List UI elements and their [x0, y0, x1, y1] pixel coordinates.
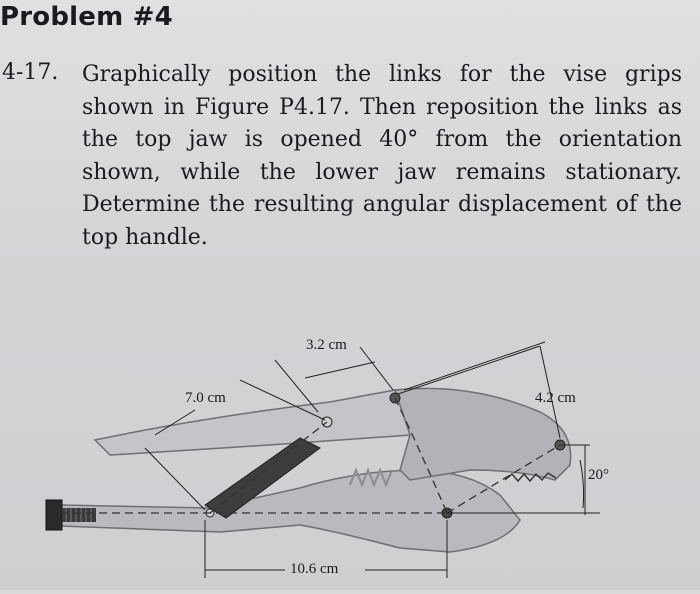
centerline-jaw: [446, 444, 561, 514]
top-handle: [93, 389, 426, 456]
dimension-left-label: 7.0 cm: [185, 390, 226, 406]
problem-number: 4-17.: [2, 60, 59, 85]
problem-statement: Graphically position the links for the v…: [82, 62, 682, 250]
dimension-bottom-label: 10.6 cm: [290, 561, 339, 577]
top-jaw: [393, 387, 572, 481]
problem-heading: Problem #4: [0, 2, 173, 32]
dimension-7-0-cm: [144, 379, 326, 511]
vise-grips-figure: 3.2 cm 7.0 cm 4.2 cm 20° 10.6 cm: [0, 320, 700, 590]
dimension-top-label: 3.2 cm: [306, 337, 347, 353]
adjusting-screw: [45, 499, 63, 531]
centerline-link: [209, 421, 328, 514]
spring: [349, 467, 393, 488]
vise-grips-drawing: [45, 341, 600, 578]
dimension-right-label: 4.2 cm: [535, 390, 576, 406]
jaw-teeth: [504, 472, 557, 483]
angle-20-degree: [447, 444, 600, 515]
dimension-4-2-cm: [397, 341, 561, 439]
coupler-link: [204, 437, 321, 519]
centerline-arc: [394, 397, 448, 514]
dimension-10-6-cm: [204, 520, 448, 578]
dimension-3-2-cm: [274, 346, 394, 413]
angle-label: 20°: [588, 467, 609, 483]
